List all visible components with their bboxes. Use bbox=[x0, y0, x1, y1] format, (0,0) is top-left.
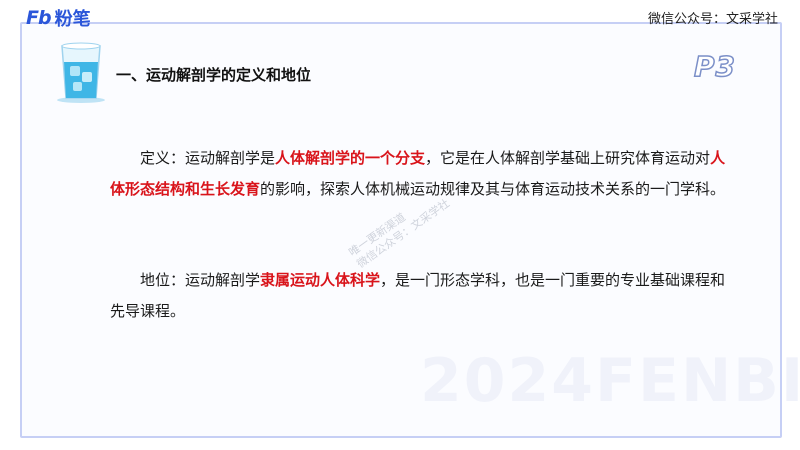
wechat-account: 微信公众号：文采学社 bbox=[647, 12, 778, 27]
logo-text: 粉笔 bbox=[54, 9, 91, 30]
definition-paragraph: 定义：运动解剖学是人体解剖学的一个分支，它是在人体解剖学基础上研究体育运动对人体… bbox=[110, 143, 734, 205]
position-text-2: ，是一门形态学科，也是一门重要的专业基础课程和先导课程。 bbox=[110, 271, 726, 320]
logo-mark: Fb bbox=[26, 7, 52, 29]
definition-highlight-1: 人体解剖学的一个分支 bbox=[275, 149, 426, 167]
definition-text-1: 运动解剖学是 bbox=[185, 149, 276, 167]
position-highlight: 隶属运动人体科学 bbox=[260, 271, 381, 289]
position-label: 地位： bbox=[140, 271, 186, 289]
watermark-year: 2024FENBI bbox=[420, 346, 800, 416]
page-badge: P3 bbox=[693, 49, 737, 84]
water-glass-icon bbox=[57, 42, 105, 103]
slide-frame bbox=[20, 22, 782, 438]
definition-text-3: 的影响，探索人体机械运动规律及其与体育运动技术关系的一门学科。 bbox=[260, 180, 726, 198]
definition-text-2: ，它是在人体解剖学基础上研究体育运动对 bbox=[425, 149, 711, 167]
definition-label: 定义： bbox=[140, 149, 186, 167]
section-title: 一、运动解剖学的定义和地位 bbox=[116, 66, 312, 84]
brand-logo: Fb 粉笔 bbox=[26, 6, 91, 30]
definition-highlight-2: 人体形态结构和生长发育 bbox=[110, 149, 726, 198]
position-paragraph: 地位：运动解剖学隶属运动人体科学，是一门形态学科，也是一门重要的专业基础课程和先… bbox=[110, 265, 734, 327]
position-text-1: 运动解剖学 bbox=[185, 271, 261, 289]
